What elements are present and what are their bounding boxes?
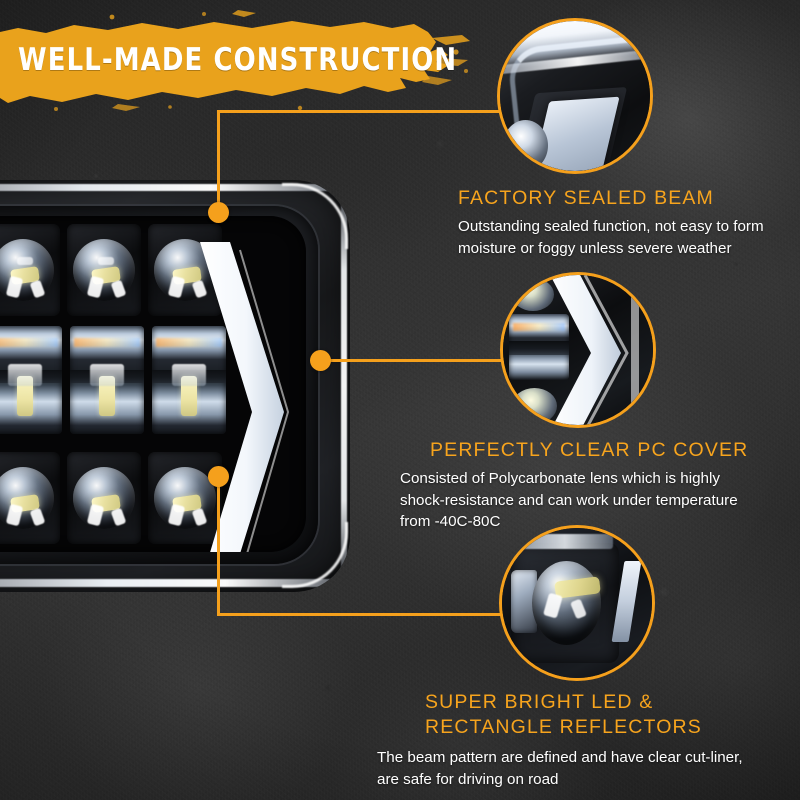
reflector-chip bbox=[99, 376, 115, 416]
led-headlight-product bbox=[0, 180, 350, 592]
feature-body-3-line-2: are safe for driving on road bbox=[377, 770, 559, 788]
partial-lens bbox=[503, 120, 548, 171]
lens-glint bbox=[167, 503, 186, 527]
connector-dot-3 bbox=[208, 466, 229, 487]
led-dome-icon bbox=[154, 467, 216, 529]
rectangle-reflector-module bbox=[0, 326, 62, 434]
feature-body-2-line-2: shock-resistance and can work under temp… bbox=[400, 491, 738, 509]
rectangle-reflector-module bbox=[70, 326, 144, 434]
led-dome-icon bbox=[0, 467, 54, 529]
lens-glint bbox=[167, 275, 186, 299]
feature-body-2-line-3: from -40C-80C bbox=[400, 513, 501, 530]
led-projector-cell bbox=[148, 224, 222, 316]
connector-dot-2 bbox=[310, 350, 331, 371]
led-projector-cell bbox=[148, 452, 222, 544]
feature-body-1-line-2: moisture or foggy unless severe weather bbox=[458, 239, 732, 257]
banner-brushstroke bbox=[0, 10, 470, 111]
callout-circle-pc-cover bbox=[500, 272, 656, 428]
connector-dot-1 bbox=[208, 202, 229, 223]
chevron-drl-bar bbox=[194, 238, 290, 552]
rectangle-reflector-module bbox=[152, 326, 226, 434]
callout-circle-sealed-beam bbox=[497, 18, 653, 174]
banner-title: WELL-MADE CONSTRUCTION bbox=[18, 42, 458, 78]
led-projector-cell bbox=[0, 224, 60, 316]
lens-glint bbox=[110, 279, 127, 299]
feature-body-1: Outstanding sealed function, not easy to… bbox=[458, 216, 764, 259]
connector-line-1-vertical bbox=[217, 110, 220, 214]
chevron-drl-closeup bbox=[550, 275, 639, 425]
feature-body-3: The beam pattern are defined and have cl… bbox=[377, 747, 743, 790]
lens-glint bbox=[86, 275, 105, 299]
feature-body-2-line-1: Consisted of Polycarbonate lens which is… bbox=[400, 470, 720, 487]
headlight-housing bbox=[0, 180, 350, 592]
led-projector-cell bbox=[0, 452, 60, 544]
headlight-bezel bbox=[0, 206, 318, 564]
led-projector-cell bbox=[67, 452, 141, 544]
lens-glint bbox=[98, 257, 114, 265]
lens-glint bbox=[29, 279, 46, 299]
feature-heading-2: PERFECTLY CLEAR PC COVER bbox=[430, 439, 749, 461]
housing-chrome-rim-bottom bbox=[0, 579, 344, 587]
lens-glint bbox=[86, 503, 105, 527]
lens-glint bbox=[5, 275, 24, 299]
lens-glint bbox=[110, 507, 127, 527]
feature-body-2: Consisted of Polycarbonate lens which is… bbox=[400, 468, 748, 533]
led-projector-cell bbox=[67, 224, 141, 316]
feature-heading-3-line-2: RECTANGLE REFLECTORS bbox=[425, 716, 702, 738]
led-dome-icon bbox=[512, 278, 554, 311]
reflector-notch bbox=[509, 341, 569, 355]
led-row-top bbox=[0, 224, 222, 316]
led-dome-icon bbox=[0, 239, 54, 301]
reflector-notch bbox=[70, 370, 144, 383]
led-dome-icon bbox=[73, 239, 135, 301]
feature-heading-3-line-1: SUPER BRIGHT LED & bbox=[425, 691, 654, 713]
housing-corner-top-right bbox=[282, 183, 348, 249]
reflector-strip bbox=[517, 534, 613, 549]
reflector-notch bbox=[0, 370, 62, 383]
connector-line-3-horizontal bbox=[217, 613, 507, 616]
header-banner: WELL-MADE CONSTRUCTION bbox=[0, 8, 480, 113]
led-dome-icon bbox=[512, 387, 557, 424]
led-row-middle-reflectors bbox=[0, 326, 226, 434]
headlight-inner-cavity bbox=[0, 216, 306, 552]
housing-chrome-rim-right bbox=[341, 192, 347, 578]
reflector-chip bbox=[181, 376, 197, 416]
feature-heading-1: FACTORY SEALED BEAM bbox=[458, 187, 714, 209]
connector-line-3-vertical bbox=[217, 476, 220, 616]
housing-chrome-rim-top bbox=[0, 184, 344, 191]
lens-glint bbox=[5, 503, 24, 527]
feature-block-sealed-beam: FACTORY SEALED BEAM Outstanding sealed f… bbox=[458, 186, 764, 259]
reflector-chip bbox=[17, 376, 33, 416]
connector-line-1-horizontal bbox=[217, 110, 507, 113]
led-dome-icon bbox=[73, 467, 135, 529]
connector-line-2 bbox=[320, 359, 504, 362]
callout-circle-super-bright-led bbox=[499, 525, 655, 681]
feature-heading-3: SUPER BRIGHT LED & RECTANGLE REFLECTORS bbox=[425, 690, 743, 740]
led-row-bottom bbox=[0, 452, 222, 544]
feature-block-super-bright-led: SUPER BRIGHT LED & RECTANGLE REFLECTORS … bbox=[377, 690, 743, 790]
lens-glint bbox=[29, 507, 46, 527]
feature-block-pc-cover: PERFECTLY CLEAR PC COVER Consisted of Po… bbox=[400, 438, 749, 533]
lens-glint bbox=[17, 257, 33, 265]
projector-lens-icon bbox=[532, 561, 601, 645]
feature-body-3-line-1: The beam pattern are defined and have cl… bbox=[377, 749, 743, 766]
feature-body-1-line-1: Outstanding sealed function, not easy to… bbox=[458, 218, 764, 235]
